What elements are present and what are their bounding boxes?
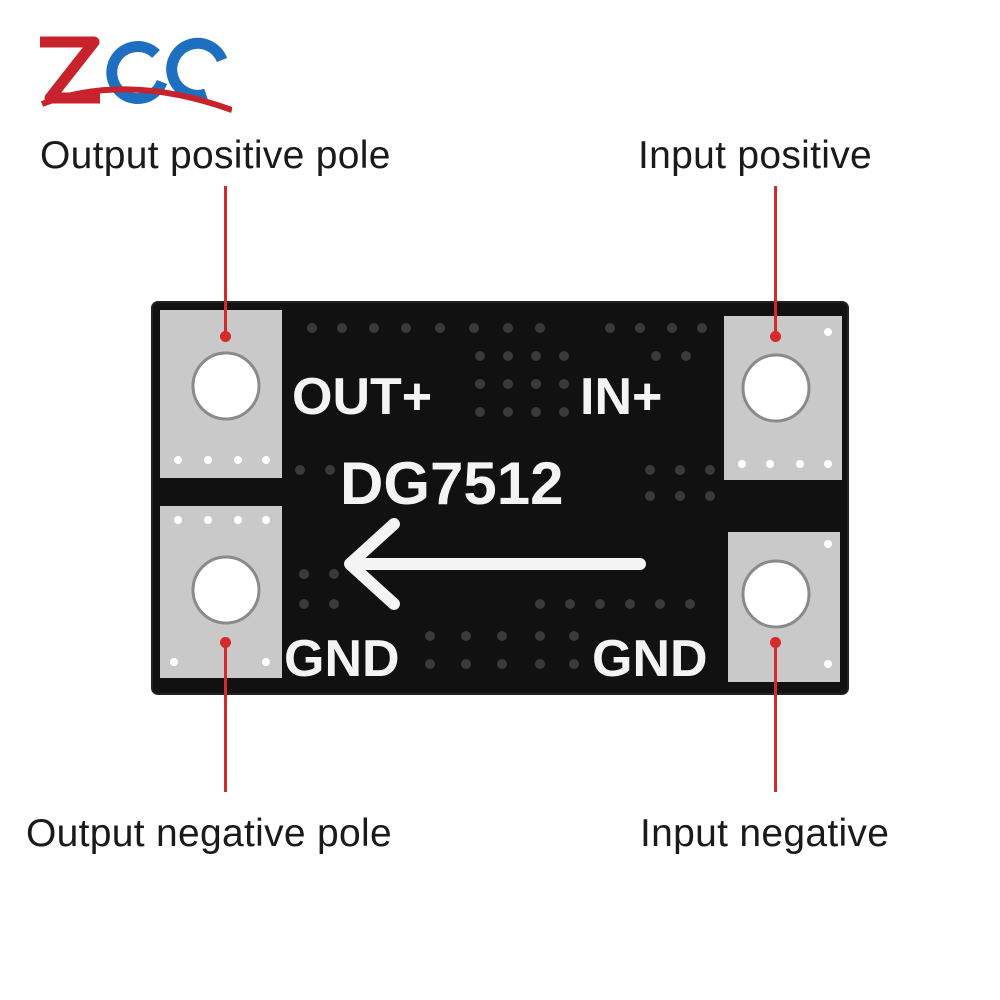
leader-in-positive xyxy=(774,186,777,336)
input-negative-label: Input negative xyxy=(640,812,890,855)
silk-out-plus: OUT+ xyxy=(292,368,432,426)
leader-dot-in-positive xyxy=(770,331,781,342)
leader-dot-out-negative xyxy=(220,637,231,648)
output-positive-pole-label: Output positive pole xyxy=(40,134,391,177)
leader-out-positive xyxy=(224,186,227,336)
silk-model: DG7512 xyxy=(340,450,563,517)
silk-in-plus: IN+ xyxy=(580,368,662,426)
leader-dot-out-positive xyxy=(220,331,231,342)
direction-arrow-icon xyxy=(344,518,646,610)
hole-in-positive xyxy=(741,353,811,423)
silk-gnd-left: GND xyxy=(284,630,400,688)
pad-vias xyxy=(170,328,832,668)
board-vias xyxy=(295,323,715,669)
input-positive-label: Input positive xyxy=(638,134,873,177)
hole-out-positive xyxy=(191,351,261,421)
hole-in-negative xyxy=(741,559,811,629)
silk-gnd-right: GND xyxy=(592,630,708,688)
leader-dot-in-negative xyxy=(770,637,781,648)
leader-in-negative xyxy=(774,642,777,792)
output-negative-pole-label: Output negative pole xyxy=(26,812,392,855)
leader-out-negative xyxy=(224,642,227,792)
hole-out-negative xyxy=(191,555,261,625)
zqc-logo xyxy=(40,36,232,113)
pcb-body xyxy=(152,302,848,694)
